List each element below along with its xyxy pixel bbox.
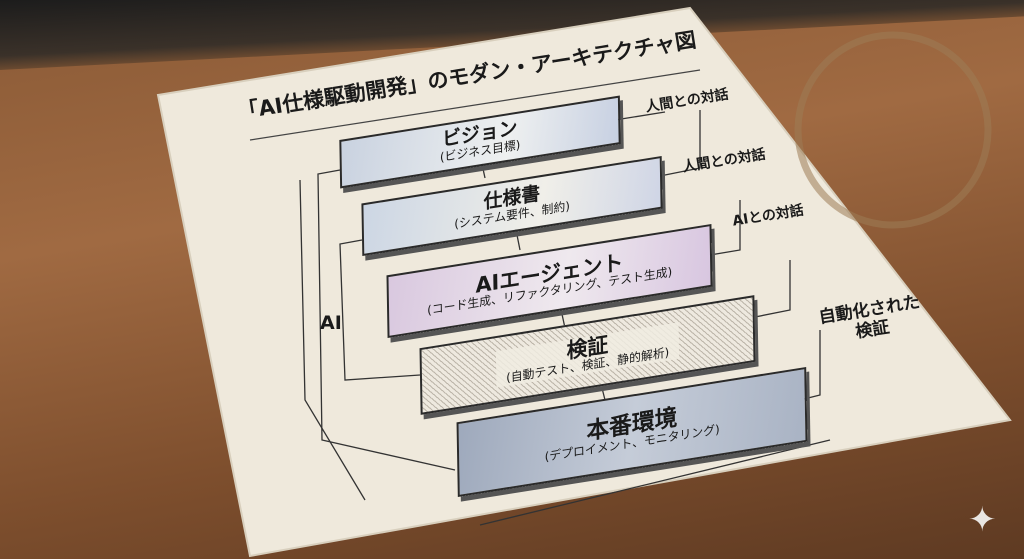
ai-side-label: AI bbox=[320, 312, 342, 334]
title-underline bbox=[249, 69, 701, 141]
coffee-ring bbox=[794, 31, 992, 229]
sparkle-icon: ✦ bbox=[968, 500, 997, 540]
